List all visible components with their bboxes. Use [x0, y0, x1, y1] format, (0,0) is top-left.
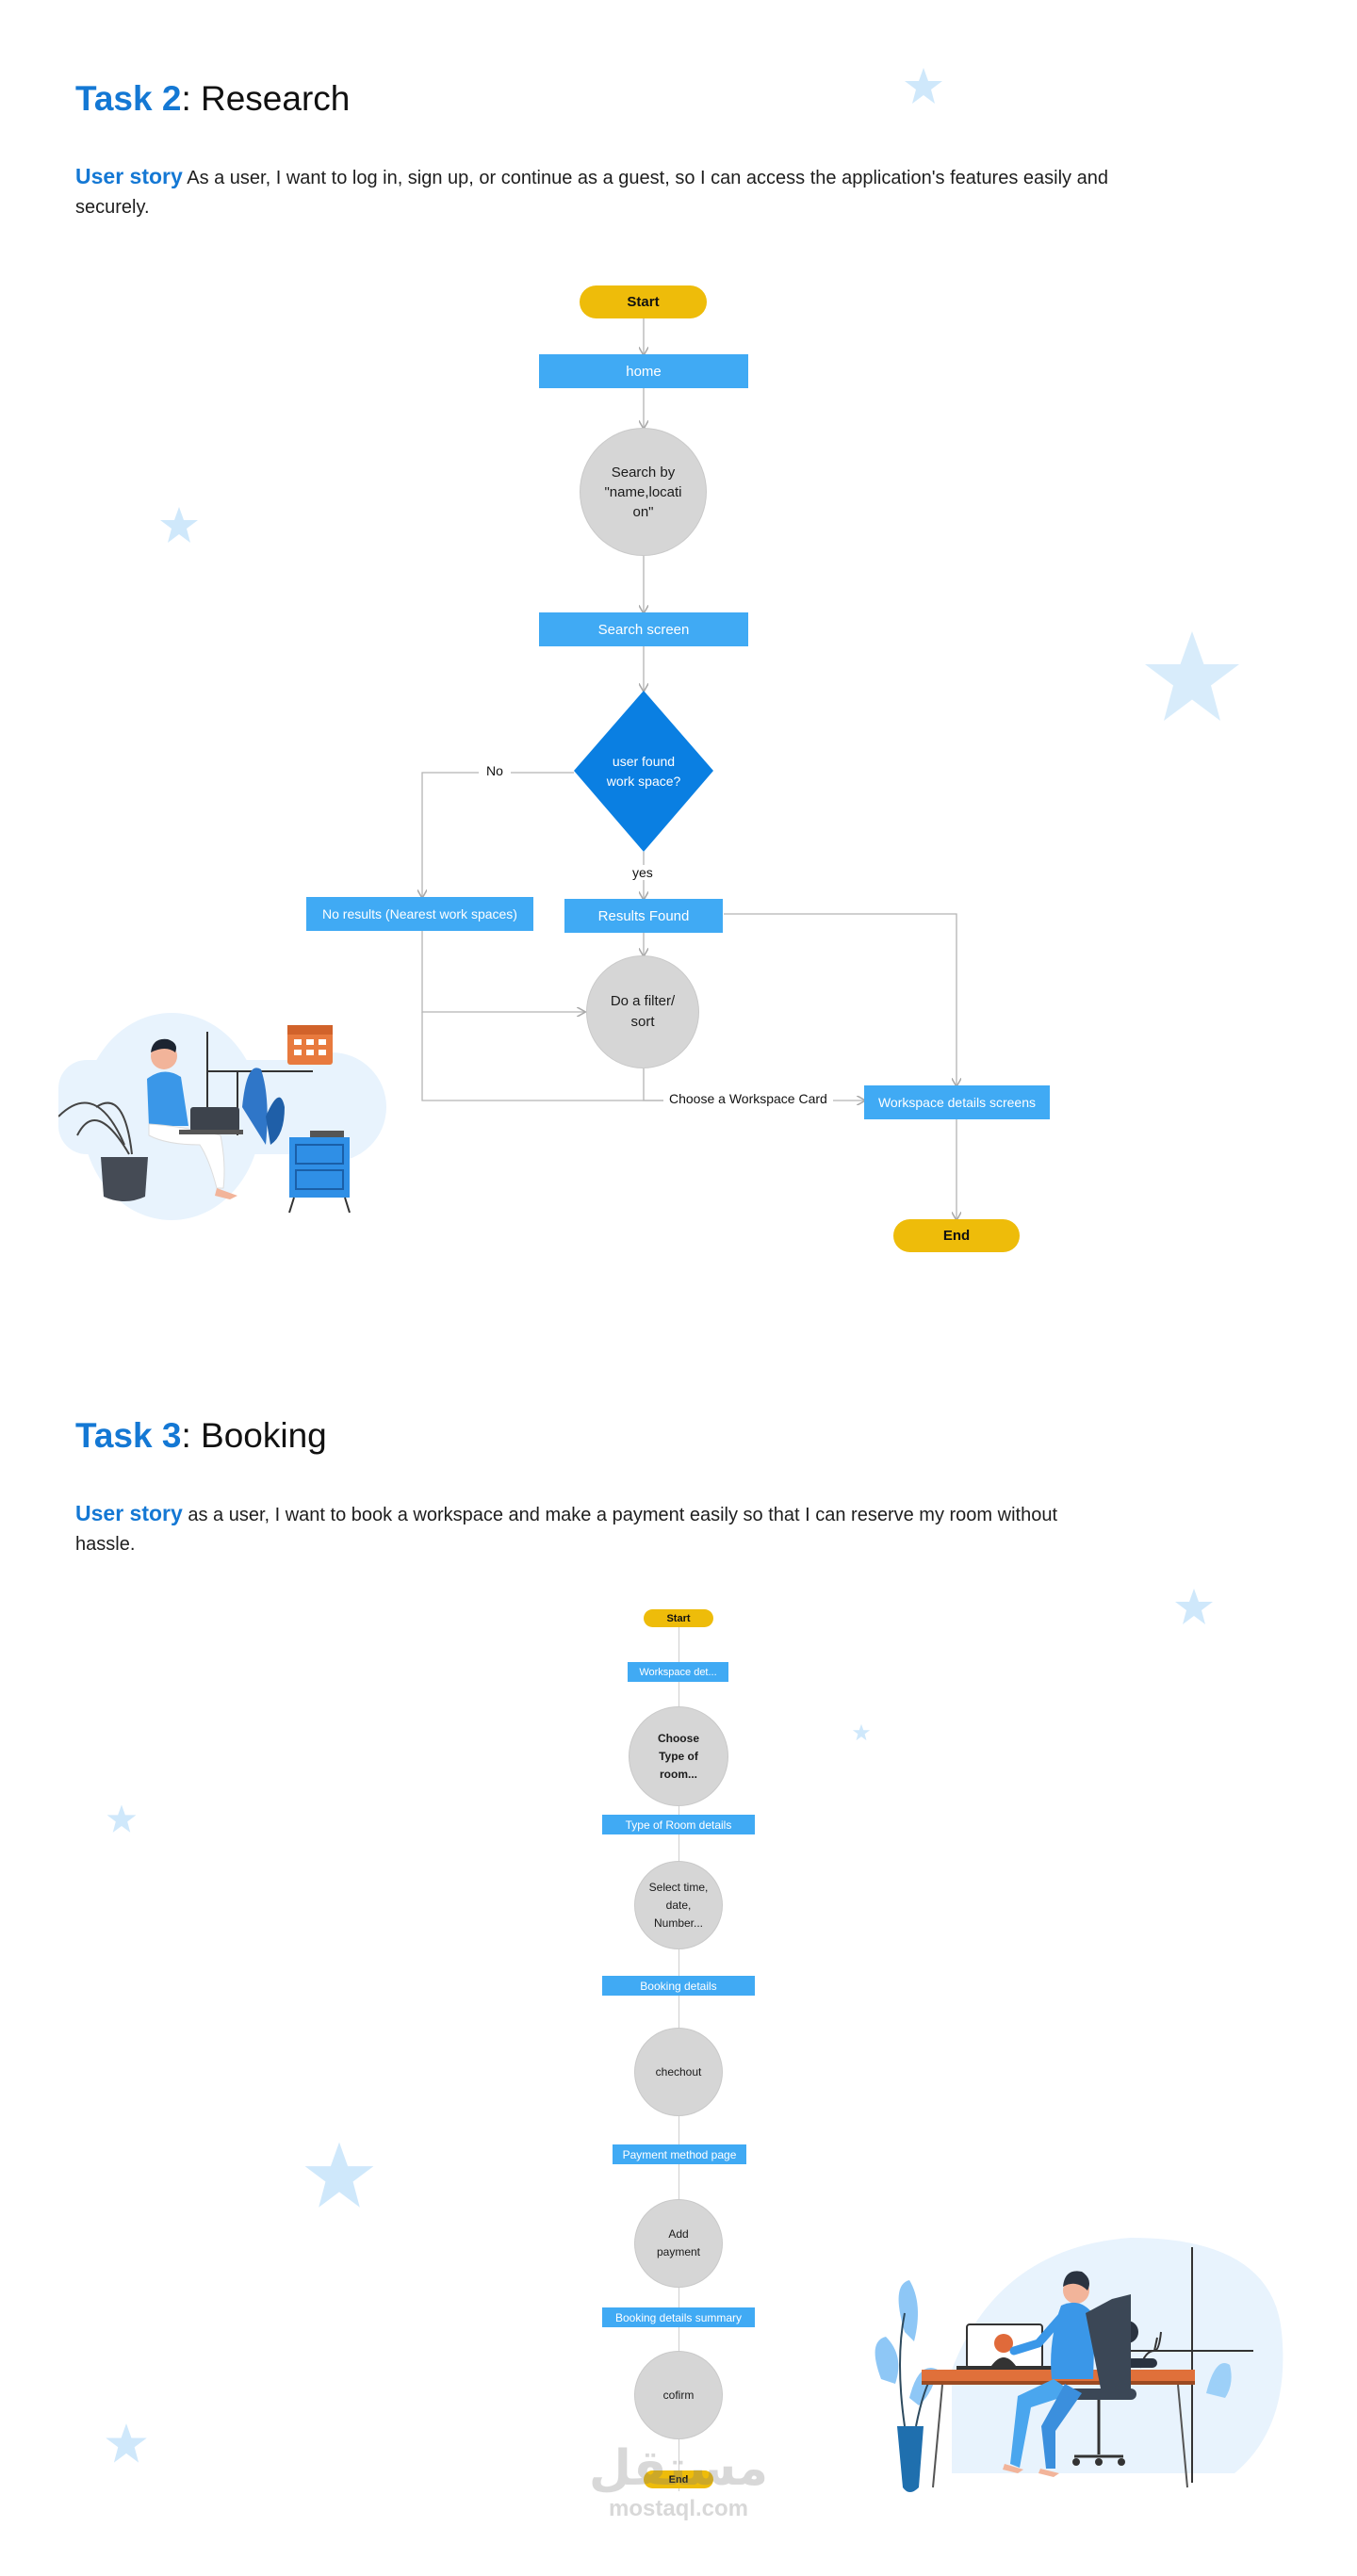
task2-search-by-node: Search by "name,locati on": [580, 428, 707, 556]
task3-payment-page-node: Payment method page: [613, 2144, 746, 2164]
task2-results-found-node: Results Found: [564, 899, 723, 933]
user-story-label: User story: [75, 164, 183, 188]
task3-booking-details-node: Booking details: [602, 1976, 755, 1996]
star-icon: [106, 1804, 137, 1833]
edge-decision-no: [422, 772, 574, 897]
watermark: مستقل mostaql.com: [577, 2440, 780, 2521]
star-icon: [304, 2142, 374, 2208]
task3-select-time-node: Select time, date, Number...: [634, 1861, 723, 1949]
task3-add-payment-node: Add payment: [634, 2199, 723, 2288]
task3-start-node: Start: [644, 1609, 713, 1627]
task3-workspace-details-node: Workspace det...: [628, 1662, 728, 1682]
star-icon: [852, 1723, 871, 1741]
task3-user-story: User story as a user, I want to book a w…: [75, 1499, 1112, 1559]
task3-summary-node: Booking details summary: [602, 2307, 755, 2327]
task2-decision-node: user found work space?: [574, 691, 713, 852]
task2-decision-text: user found work space?: [606, 754, 681, 789]
edge-filter-choose: [643, 1068, 663, 1101]
star-icon: [905, 68, 942, 104]
edge-found-details: [724, 913, 956, 1085]
task2-title-accent: Task 2: [75, 79, 182, 118]
task3-end-node: End: [644, 2470, 713, 2488]
task2-start-node: Start: [580, 285, 707, 318]
task2-title: Task 2: Research: [75, 79, 350, 119]
task2-details-screens-node: Workspace details screens: [864, 1085, 1050, 1119]
diamond-shape: [574, 691, 713, 852]
task3-title-accent: Task 3: [75, 1416, 182, 1455]
task2-choose-card-label: Choose a Workspace Card: [663, 1091, 833, 1106]
edge-noresults-filter: [421, 931, 584, 1012]
task2-no-results-node: No results (Nearest work spaces): [306, 897, 533, 931]
task3-confirm-node: cofirm: [634, 2351, 723, 2439]
task2-filter-sort-node: Do a filter/ sort: [586, 955, 699, 1068]
task2-no-label: No: [479, 763, 511, 778]
task2-title-rest: : Research: [181, 79, 351, 118]
task3-title-rest: : Booking: [181, 1416, 327, 1455]
star-icon: [106, 2423, 147, 2463]
star-icon: [1175, 1589, 1213, 1624]
person-desk-illustration: [875, 2238, 1283, 2492]
task3-checkout-node: chechout: [634, 2028, 723, 2116]
task2-end-node: End: [893, 1219, 1020, 1252]
star-icon: [160, 507, 198, 543]
user-story-text: As a user, I want to log in, sign up, or…: [75, 168, 1108, 218]
watermark-arabic: مستقل: [588, 2440, 769, 2497]
watermark-latin: mostaql.com: [608, 2496, 749, 2521]
person-laptop-illustration: [58, 1013, 386, 1220]
task2-search-screen-node: Search screen: [539, 612, 748, 646]
user-story-label: User story: [75, 1501, 183, 1525]
task2-home-node: home: [539, 354, 748, 388]
star-icon: [1145, 631, 1239, 721]
task2-yes-label: yes: [629, 865, 657, 880]
task3-title: Task 3: Booking: [75, 1416, 327, 1456]
user-story-text: as a user, I want to book a workspace an…: [75, 1505, 1058, 1555]
task3-type-details-node: Type of Room details: [602, 1815, 755, 1834]
task2-user-story: User story As a user, I want to log in, …: [75, 162, 1112, 222]
task3-choose-type-node: Choose Type of room...: [629, 1706, 728, 1806]
